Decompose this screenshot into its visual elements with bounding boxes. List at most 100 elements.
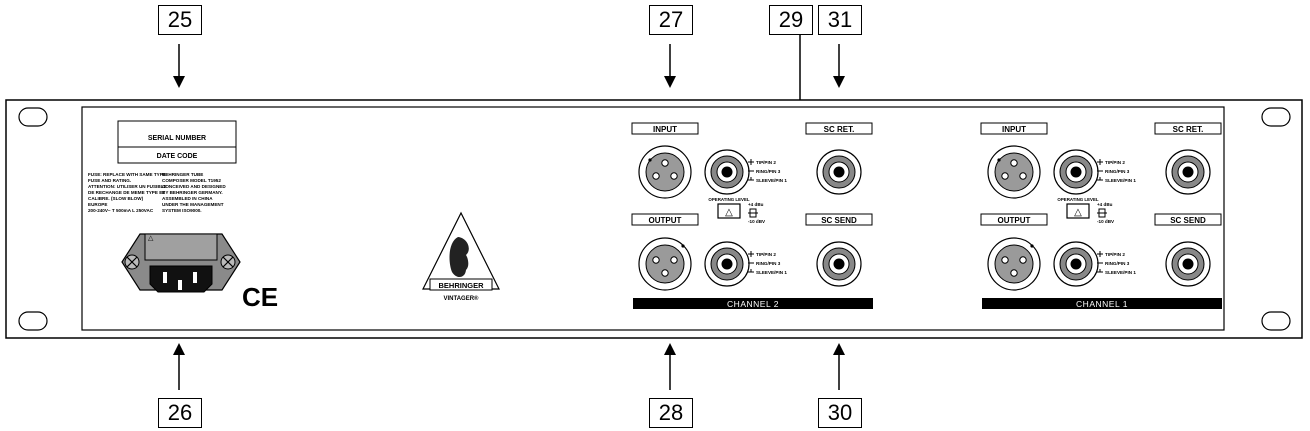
sc-ret-label: SC RET. [824, 125, 855, 134]
callout-27: 27 [649, 5, 693, 35]
svg-text:TIP/PIN 2: TIP/PIN 2 [756, 160, 776, 165]
svg-text:FUSE AND RATING.: FUSE AND RATING. [88, 178, 131, 183]
svg-text:BEHRINGER TUBE: BEHRINGER TUBE [162, 172, 203, 177]
sc-ret-label: SC RET. [1173, 125, 1204, 134]
level-low-label: -10 dBV [748, 219, 766, 224]
svg-text:TIP/PIN 2: TIP/PIN 2 [1105, 252, 1125, 257]
ce-mark: CE [242, 282, 278, 312]
channel-2-label: CHANNEL 2 [727, 299, 779, 309]
channel-1-bar [982, 298, 1222, 309]
channel-2-bar [633, 298, 873, 309]
svg-text:RING/PIN 3: RING/PIN 3 [1105, 169, 1130, 174]
level-high-label: +4 dBu [1097, 202, 1113, 207]
svg-text:ASSEMBLED IN CHINA: ASSEMBLED IN CHINA [162, 196, 213, 201]
jack-output-trs[interactable] [1053, 241, 1099, 287]
level-high-label: +4 dBu [748, 202, 764, 207]
fuse-warning-text: FUSE: REPLACE WITH SAME TYPE FUSE AND RA… [88, 172, 167, 213]
jack-input-trs[interactable] [704, 149, 750, 195]
svg-text:SLEEVE/PIN 1: SLEEVE/PIN 1 [756, 270, 787, 275]
callout-29: 29 [769, 5, 813, 35]
brand-name: BEHRINGER [438, 281, 484, 290]
xlr-input-jack[interactable] [638, 145, 692, 199]
sc-send-label-box [1154, 213, 1222, 226]
xlr-output-jack[interactable] [638, 237, 692, 291]
input-label: INPUT [1002, 125, 1026, 134]
serial-number-label: SERIAL NUMBER [148, 135, 206, 142]
svg-text:BY BEHRINGER GERMANY.: BY BEHRINGER GERMANY. [162, 190, 223, 195]
callout-25: 25 [158, 5, 202, 35]
rack-slot-bottom-right [1261, 311, 1291, 331]
jack-sc-return[interactable] [816, 149, 862, 195]
channel-2-section: INPUT OUTPUT SC RET. SC SEND [631, 122, 873, 309]
svg-text:UNDER THE MANAGEMENT: UNDER THE MANAGEMENT [162, 202, 224, 207]
svg-text:DE RECHANGE DE MEME TYPE ET: DE RECHANGE DE MEME TYPE ET [88, 190, 165, 195]
svg-text:RING/PIN 3: RING/PIN 3 [756, 169, 781, 174]
operating-level-switch[interactable] [717, 203, 741, 219]
rack-slot-bottom-left [18, 311, 48, 331]
svg-text:COMPOSER MODEL T1952: COMPOSER MODEL T1952 [162, 178, 221, 183]
manufacturer-info-text: BEHRINGER TUBE COMPOSER MODEL T1952 CONC… [162, 172, 226, 213]
operating-level-label: OPERATING LEVEL [1057, 197, 1098, 202]
face-logo-icon [449, 237, 469, 278]
fuse-holder [144, 233, 218, 261]
pin-legend-input: TIP/PIN 2 RING/PIN 3 SLEEVE/PIN 1 [748, 159, 787, 183]
jack-sc-send[interactable] [816, 241, 862, 287]
sc-send-label-box [805, 213, 873, 226]
level-switch-legend-icon [748, 208, 758, 218]
jack-sc-return[interactable] [1165, 149, 1211, 195]
input-label: INPUT [653, 125, 677, 134]
callout-30: 30 [818, 398, 862, 428]
push-switch-icon: △ [725, 207, 733, 218]
svg-text:EUROPE: EUROPE [88, 202, 107, 207]
svg-text:200-240V~ T 500mA L 250VAC: 200-240V~ T 500mA L 250VAC [88, 208, 154, 213]
output-label: OUTPUT [649, 216, 682, 225]
level-low-label: -10 dBV [1097, 219, 1115, 224]
input-label-box [980, 122, 1048, 135]
svg-text:TIP/PIN 2: TIP/PIN 2 [756, 252, 776, 257]
serial-label-box [117, 120, 237, 164]
svg-text:SLEEVE/PIN 1: SLEEVE/PIN 1 [1105, 270, 1136, 275]
callout-26: 26 [158, 398, 202, 428]
output-label-box [631, 213, 699, 226]
output-label-box [980, 213, 1048, 226]
sc-ret-label-box [805, 122, 873, 135]
model-name: VINTAGER® [444, 295, 480, 302]
svg-text:FUSE: REPLACE WITH SAME TYPE: FUSE: REPLACE WITH SAME TYPE [88, 172, 166, 177]
jack-output-trs[interactable] [704, 241, 750, 287]
svg-text:SLEEVE/PIN 1: SLEEVE/PIN 1 [1105, 178, 1136, 183]
svg-text:RING/PIN 3: RING/PIN 3 [756, 261, 781, 266]
svg-text:TIP/PIN 2: TIP/PIN 2 [1105, 160, 1125, 165]
channel-1-section: INPUT OUTPUT SC RET. SC SEND [980, 122, 1222, 309]
svg-text:CALIBRE. (SLOW BLOW): CALIBRE. (SLOW BLOW) [88, 196, 144, 201]
brand-logo: BEHRINGER VINTAGER® [422, 211, 500, 302]
callout-31: 31 [818, 5, 862, 35]
jack-sc-send[interactable] [1165, 241, 1211, 287]
svg-text:RING/PIN 3: RING/PIN 3 [1105, 261, 1130, 266]
level-switch-legend-icon [1097, 208, 1107, 218]
date-code-label: DATE CODE [157, 153, 198, 160]
input-label-box [631, 122, 699, 135]
warning-triangle-icon: △ [148, 235, 154, 242]
callout-28: 28 [649, 398, 693, 428]
pin-legend-output: TIP/PIN 2 RING/PIN 3 SLEEVE/PIN 1 [748, 251, 787, 275]
svg-text:CONCEIVED AND DESIGNED: CONCEIVED AND DESIGNED [162, 184, 226, 189]
svg-text:SYSTEM ISO9000.: SYSTEM ISO9000. [162, 208, 202, 213]
xlr-input-jack[interactable] [987, 145, 1041, 199]
pin-legend-input: TIP/PIN 2 RING/PIN 3 SLEEVE/PIN 1 [1097, 159, 1136, 183]
xlr-output-jack[interactable] [987, 237, 1041, 291]
svg-text:SLEEVE/PIN 1: SLEEVE/PIN 1 [756, 178, 787, 183]
sc-send-label: SC SEND [1170, 216, 1206, 225]
channel-1-label: CHANNEL 1 [1076, 299, 1128, 309]
jack-input-trs[interactable] [1053, 149, 1099, 195]
rack-slot-top-left [18, 107, 48, 127]
pin-legend-output: TIP/PIN 2 RING/PIN 3 SLEEVE/PIN 1 [1097, 251, 1136, 275]
sc-ret-label-box [1154, 122, 1222, 135]
svg-text:ATTENTION: UTILISER UN FUSIBLE: ATTENTION: UTILISER UN FUSIBLE [88, 184, 167, 189]
operating-level-switch[interactable] [1066, 203, 1090, 219]
power-socket[interactable]: △ [121, 233, 241, 293]
rack-slot-top-right [1261, 107, 1291, 127]
push-switch-icon: △ [1074, 207, 1082, 218]
output-label: OUTPUT [998, 216, 1031, 225]
operating-level-label: OPERATING LEVEL [708, 197, 749, 202]
